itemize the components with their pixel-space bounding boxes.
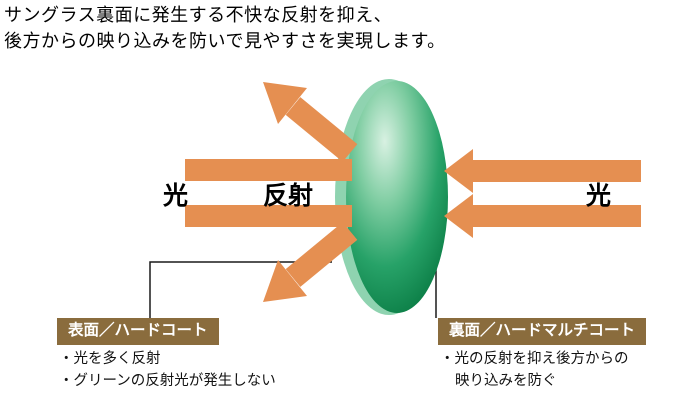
right-light-label: 光 — [586, 182, 612, 210]
description-text: サングラス裏面に発生する不快な反射を抑え、 後方からの映り込みを防いで見やすさを… — [4, 2, 446, 54]
right-light-arrow-bottom-shaft — [473, 205, 641, 227]
back-coat-bullets: ・光の反射を抑え後方からの 映り込みを防ぐ — [440, 348, 629, 392]
left-light-bar-top — [185, 159, 352, 181]
right-light-arrow-top-head — [444, 149, 473, 193]
reflect-arrow-down-head — [263, 260, 307, 302]
description-line1: サングラス裏面に発生する不快な反射を抑え、 — [4, 5, 393, 25]
reflection-label: 反射 — [263, 182, 314, 210]
description-line2: 後方からの映り込みを防いで見やすさを実現します。 — [4, 31, 446, 51]
right-light-arrow-top-shaft — [473, 160, 641, 182]
reflect-arrow-down-shaft — [285, 222, 358, 287]
back-coat-box: 裏面／ハードマルチコート — [438, 318, 647, 345]
front-coat-box: 表面／ハードコート — [57, 318, 219, 345]
back-bullet-1: ・光の反射を抑え後方からの — [440, 351, 629, 367]
left-light-label: 光 — [163, 182, 189, 210]
front-coat-title: 表面／ハードコート — [68, 322, 208, 339]
front-bullet-2: ・グリーンの反射光が発生しない — [59, 373, 276, 389]
back-bullet-2: 映り込みを防ぐ — [455, 373, 557, 389]
front-bullet-1: ・光を多く反射 — [59, 351, 161, 367]
front-connector-line — [149, 261, 332, 318]
back-coat-title: 裏面／ハードマルチコート — [449, 322, 636, 339]
lens-body — [346, 81, 448, 313]
reflect-arrow-up-head — [263, 82, 307, 124]
front-coat-bullets: ・光を多く反射 ・グリーンの反射光が発生しない — [59, 348, 276, 392]
reflect-arrow-up-shaft — [285, 97, 358, 162]
left-light-bar-bottom — [185, 205, 352, 227]
right-light-arrow-bottom-head — [444, 194, 473, 238]
